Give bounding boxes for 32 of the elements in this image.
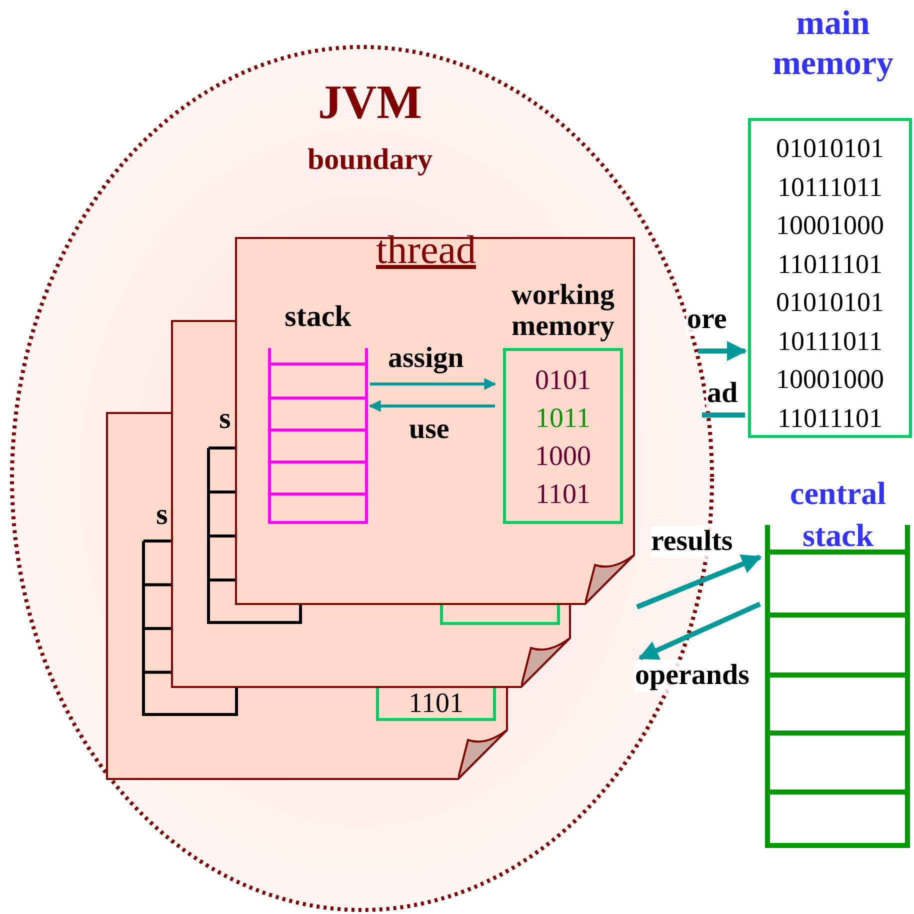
- binary-value: 1101: [536, 479, 590, 512]
- heading: boundary: [307, 143, 433, 178]
- edge-label: use: [408, 414, 450, 446]
- heading: JVM: [318, 75, 422, 130]
- heading: working memory: [510, 280, 616, 342]
- heading: central stack: [789, 474, 887, 555]
- binary-value: 1101: [408, 688, 464, 720]
- arrow: [370, 378, 496, 390]
- binary-value: 11011101: [778, 402, 882, 434]
- heading: stack: [284, 300, 352, 334]
- arrow: [698, 341, 747, 361]
- binary-value: 10111011: [778, 172, 882, 203]
- binary-value: 0101: [535, 365, 591, 398]
- arrow: [368, 400, 495, 412]
- binary-value: 10001000: [776, 364, 884, 396]
- arrow: [636, 554, 762, 610]
- binary-value: 01010101: [776, 287, 884, 318]
- binary-value: 1011: [536, 403, 590, 436]
- binary-value: 01010101: [776, 133, 884, 164]
- thread-title: thread: [376, 227, 476, 273]
- heading: s: [219, 402, 231, 436]
- heading: s: [156, 498, 168, 532]
- binary-value: 10111011: [778, 326, 882, 357]
- binary-value: 10001000: [776, 210, 884, 242]
- edge-label: assign: [387, 343, 465, 375]
- binary-value: 11011101: [778, 248, 882, 280]
- thread-card: [235, 237, 635, 605]
- heading: main memory: [772, 4, 894, 84]
- binary-value: 1000: [535, 441, 591, 474]
- edge-label: results: [650, 526, 734, 558]
- edge-label: operands: [634, 660, 750, 692]
- arrow: [638, 602, 762, 660]
